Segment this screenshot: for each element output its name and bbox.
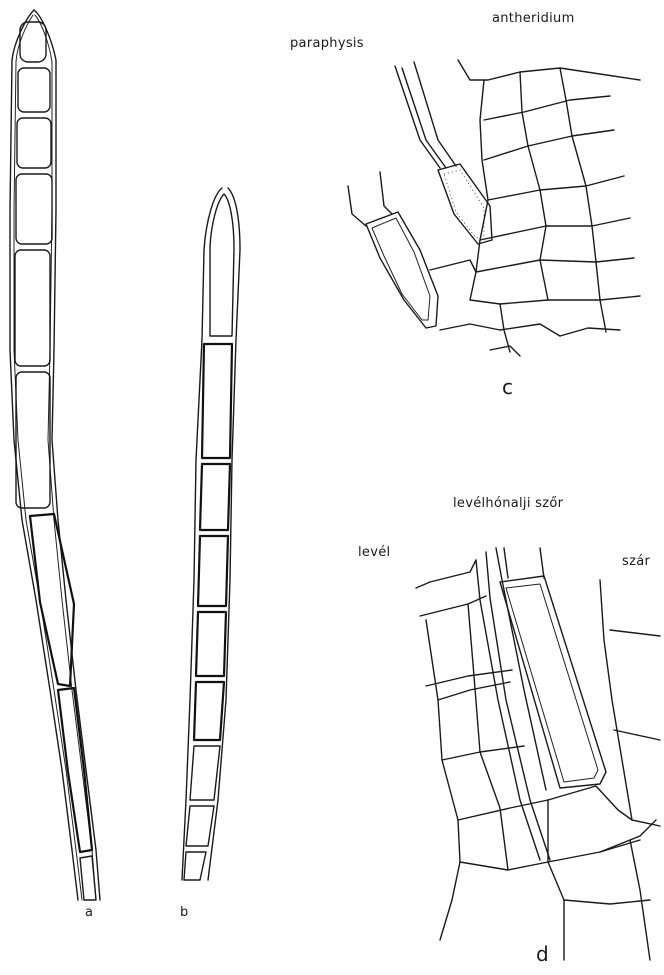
label-antheridium: antheridium: [492, 12, 575, 25]
panel-label-a: a: [85, 906, 93, 919]
label-stem: szár: [622, 555, 650, 568]
label-leaf: levél: [358, 546, 390, 559]
label-paraphysis: paraphysis: [290, 37, 364, 50]
panel-label-b: b: [180, 906, 189, 919]
label-axillary-hair: levélhónalji szőr: [453, 497, 563, 510]
panel-label-d: d: [536, 944, 549, 964]
panel-label-c: c: [502, 377, 513, 397]
